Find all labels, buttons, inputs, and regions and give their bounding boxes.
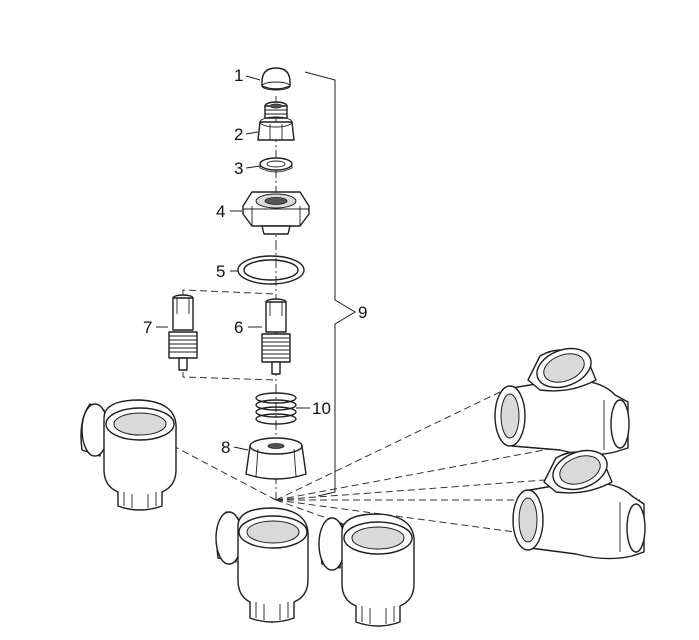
valve-body-bottom-centre (215, 507, 309, 623)
callout-3: 3 (234, 159, 243, 178)
valve-body-y-bottom (512, 449, 646, 560)
part-washer (259, 157, 293, 173)
valve-body-bottom-right (318, 513, 415, 627)
callout-leaders (156, 75, 310, 451)
callout-2: 2 (234, 125, 243, 144)
callout-7: 7 (143, 318, 152, 337)
part-cap (261, 67, 291, 91)
part-o-ring (237, 255, 305, 285)
callout-8: 8 (221, 438, 230, 457)
part-cartridge (261, 298, 291, 375)
callout-10: 10 (312, 399, 331, 418)
callout-9: 9 (358, 303, 367, 322)
part-union-nut (242, 191, 310, 235)
valve-body-elbow-left (80, 399, 177, 511)
cartridge-alt-link (182, 289, 277, 381)
part-spring (255, 392, 297, 425)
callout-1: 1 (234, 66, 243, 85)
callout-6: 6 (234, 318, 243, 337)
assembly-bracket (304, 71, 356, 497)
callout-5: 5 (216, 262, 225, 281)
valve-body-y-top (494, 347, 630, 456)
callout-4: 4 (216, 202, 225, 221)
part-cartridge-alt (168, 294, 198, 371)
part-seat-plug (245, 437, 307, 480)
part-threaded-nipple (257, 101, 295, 141)
